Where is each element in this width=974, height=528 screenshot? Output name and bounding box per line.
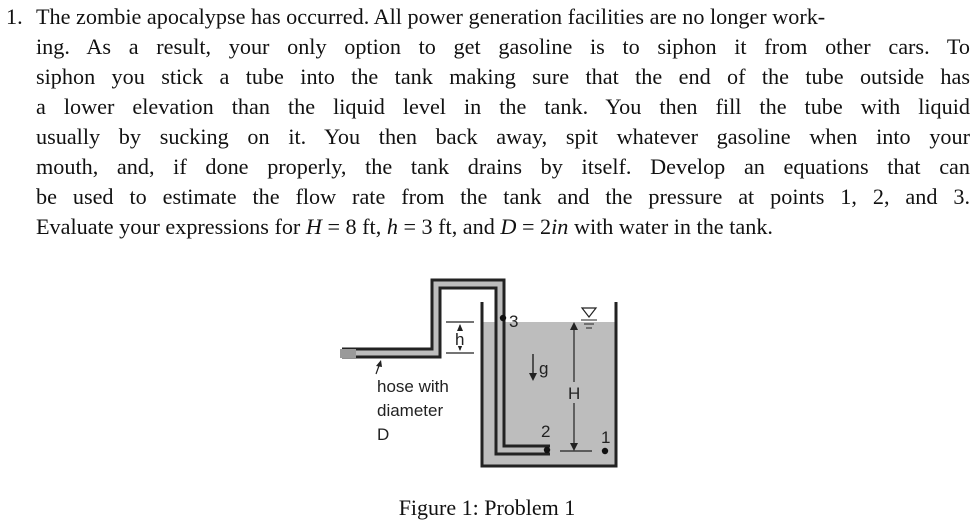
hose-label-line2: diameter (377, 401, 443, 420)
hose-exit-end (340, 349, 356, 358)
H-value: = 8 ft, (321, 214, 387, 239)
H-dim-arrowhead-up (570, 322, 578, 330)
problem-line-4: a lower elevation than the liquid level … (36, 94, 970, 119)
H-label: H (568, 384, 580, 403)
var-h: h (386, 214, 398, 239)
var-H: H (305, 214, 322, 239)
siphon-figure: 3 h hose with diameter D g H 2 (330, 270, 630, 480)
D-equals: = 2 (516, 214, 552, 239)
point-1-marker (601, 447, 609, 455)
gravity-arrowhead (529, 373, 537, 381)
H-dim-arrowhead-down (570, 443, 578, 451)
free-surface-marker (580, 307, 598, 318)
var-D: D (500, 214, 517, 239)
hose-label-line3: D (377, 425, 389, 444)
eval-prefix: Evaluate your expressions for (36, 214, 306, 239)
problem-line-3: siphon you stick a tube into the tank ma… (36, 64, 970, 89)
D-unit: in (551, 214, 569, 239)
point-2-label: 2 (541, 422, 550, 441)
tank-wall (480, 302, 618, 468)
hose-label-arrowhead (376, 360, 382, 367)
problem-line-5: usually by sucking on it. You then back … (36, 124, 970, 149)
problem-line-1: The zombie apocalypse has occurred. All … (36, 4, 826, 29)
problem-number: 1. (6, 4, 23, 29)
eval-suffix: with water in the tank. (568, 214, 773, 239)
h-dim-arrowhead-up (457, 324, 463, 331)
h-value: = 3 ft, and (397, 214, 501, 239)
point-2-marker (543, 446, 551, 454)
point-3-marker (499, 314, 507, 322)
problem-line-6: mouth, and, if done properly, the tank d… (36, 154, 970, 179)
hose-label-line1: hose with (377, 377, 449, 396)
gravity-label: g (539, 359, 548, 378)
point-1-label: 1 (601, 428, 610, 447)
siphon-hose-inner (342, 281, 550, 453)
problem-line-7: be used to estimate the flow rate from t… (36, 184, 970, 209)
problem-text: 1. The zombie apocalypse has occurred. Al… (6, 2, 970, 242)
point-3-label: 3 (509, 312, 518, 331)
figure-caption: Figure 1: Problem 1 (398, 495, 576, 520)
problem-line-8: Evaluate your expressions for H = 8 ft, … (6, 212, 970, 242)
h-label-bg (454, 331, 466, 346)
problem-line-2: ing. As a result, your only option to ge… (36, 34, 970, 59)
h-label: h (455, 330, 464, 349)
siphon-diagram: 3 h hose with diameter D g H 2 (340, 278, 618, 468)
